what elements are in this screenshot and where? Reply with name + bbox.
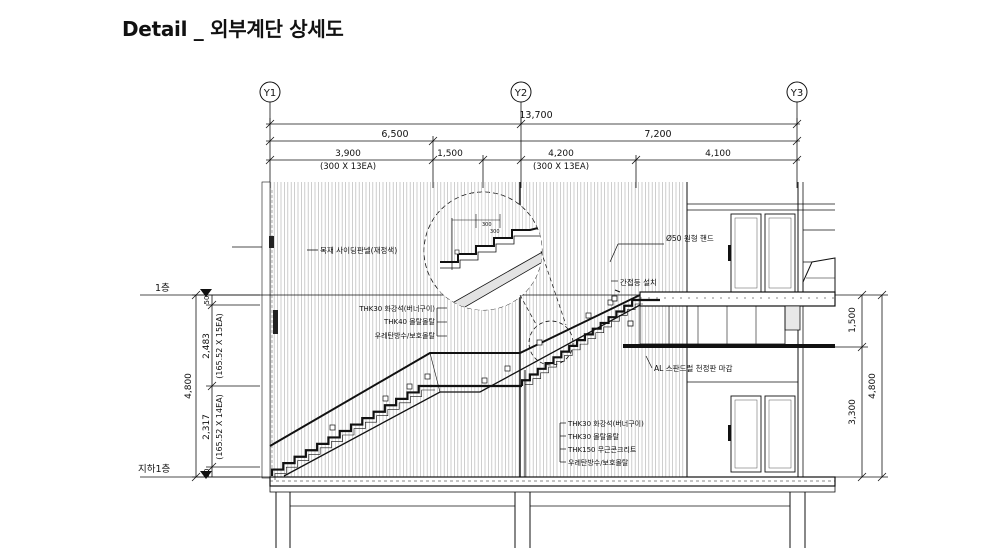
dim-right-total: 4,800 bbox=[868, 373, 878, 399]
right-dimension-lines bbox=[835, 290, 888, 482]
level-label-basement: 지하1층 bbox=[138, 463, 171, 475]
basement-slab bbox=[269, 476, 836, 548]
wood-siding-hatch-right bbox=[523, 182, 684, 478]
detail-dim-2: 300 bbox=[490, 229, 500, 235]
grid-axis-y3: Y3 bbox=[786, 81, 808, 124]
dim-left-bottom-small: 50 bbox=[203, 469, 211, 478]
note-upper-finish-1: THK30 화강석(버너구이) bbox=[358, 304, 435, 313]
grid-label-y1: Y1 bbox=[263, 88, 276, 99]
dim-d1-sub: (300 X 13EA) bbox=[320, 162, 376, 172]
note-wood-panel-text: 목재 사이딩판넬(재정색) bbox=[320, 245, 397, 255]
left-dimension-lines bbox=[191, 290, 260, 482]
dim-d4: 4,100 bbox=[705, 149, 731, 159]
dim-left-total: 4,800 bbox=[184, 373, 194, 399]
grid-axis-y2: Y2 bbox=[510, 81, 532, 124]
note-handrail: Ø50 원형 핸드 bbox=[609, 233, 714, 263]
building-section-right bbox=[623, 182, 836, 478]
dim-total: 13,700 bbox=[519, 110, 552, 121]
dim-left-lower: 2,317 bbox=[202, 414, 212, 440]
grid-label-y3: Y3 bbox=[790, 88, 803, 99]
y1-column bbox=[261, 181, 278, 479]
dim-left-upper: 2,483 bbox=[202, 333, 212, 359]
note-handrail-install-text: 간접등 설치 bbox=[620, 277, 657, 287]
dim-left-top-small: 50 bbox=[203, 296, 211, 305]
stair-treads bbox=[270, 298, 660, 480]
note-upper-finish-2: THK40 몰탈몰탈 bbox=[383, 318, 436, 326]
top-dimension-lines bbox=[265, 118, 802, 188]
dim-d1: 3,900 bbox=[335, 149, 361, 159]
detail-callout-large: 300 300 bbox=[423, 191, 543, 311]
note-lower-finish: THK30 화강석(버너구이) THK30 몰탈몰탈 THK150 무근콘크리트… bbox=[559, 419, 644, 467]
handrail bbox=[611, 289, 634, 327]
dim-left: 6,500 bbox=[381, 129, 408, 140]
detail-callout-small bbox=[519, 250, 574, 366]
note-al-finish-text: AL 스판드럴 천정판 마감 bbox=[654, 363, 733, 373]
note-upper-finish: THK30 화강석(버너구이) THK40 몰탈몰탈 우레탄방수/보호몰탈 bbox=[358, 304, 447, 340]
stair-anchor-marks bbox=[329, 299, 614, 431]
note-lower-finish-3: THK150 무근콘크리트 bbox=[567, 445, 637, 454]
dim-right-r1: 1,500 bbox=[848, 307, 858, 333]
note-lower-finish-4: 우레탄방수/보호몰탈 bbox=[568, 458, 629, 467]
grid-label-y2: Y2 bbox=[514, 88, 527, 99]
level-label-first: 1층 bbox=[155, 283, 170, 294]
dim-d3: 4,200 bbox=[548, 149, 574, 159]
grid-axis-y1: Y1 bbox=[259, 81, 281, 124]
drawing-title: Detail _ 외부계단 상세도 bbox=[122, 17, 344, 41]
dim-right-r2: 3,300 bbox=[848, 399, 858, 425]
detail-dim-1: 300 bbox=[482, 222, 492, 228]
dim-left-lower-sub: (165.52 X 14EA) bbox=[215, 394, 224, 460]
dim-left-upper-sub: (165.52 X 15EA) bbox=[215, 313, 224, 379]
note-handrail-install: 간접등 설치 bbox=[611, 277, 657, 287]
note-wood-panel: 목재 사이딩판넬(재정색) bbox=[232, 245, 397, 255]
note-lower-finish-2: THK30 몰탈몰탈 bbox=[567, 433, 620, 441]
note-handrail-text: Ø50 원형 핸드 bbox=[666, 233, 714, 243]
dim-d2: 1,500 bbox=[437, 149, 463, 159]
dim-right: 7,200 bbox=[644, 129, 671, 140]
dim-d3-sub: (300 X 13EA) bbox=[533, 162, 589, 172]
note-lower-finish-1: THK30 화강석(버너구이) bbox=[567, 419, 644, 428]
note-upper-finish-3: 우레탄방수/보호몰탈 bbox=[375, 331, 436, 340]
note-al-finish: AL 스판드럴 천정판 마감 bbox=[645, 355, 733, 373]
